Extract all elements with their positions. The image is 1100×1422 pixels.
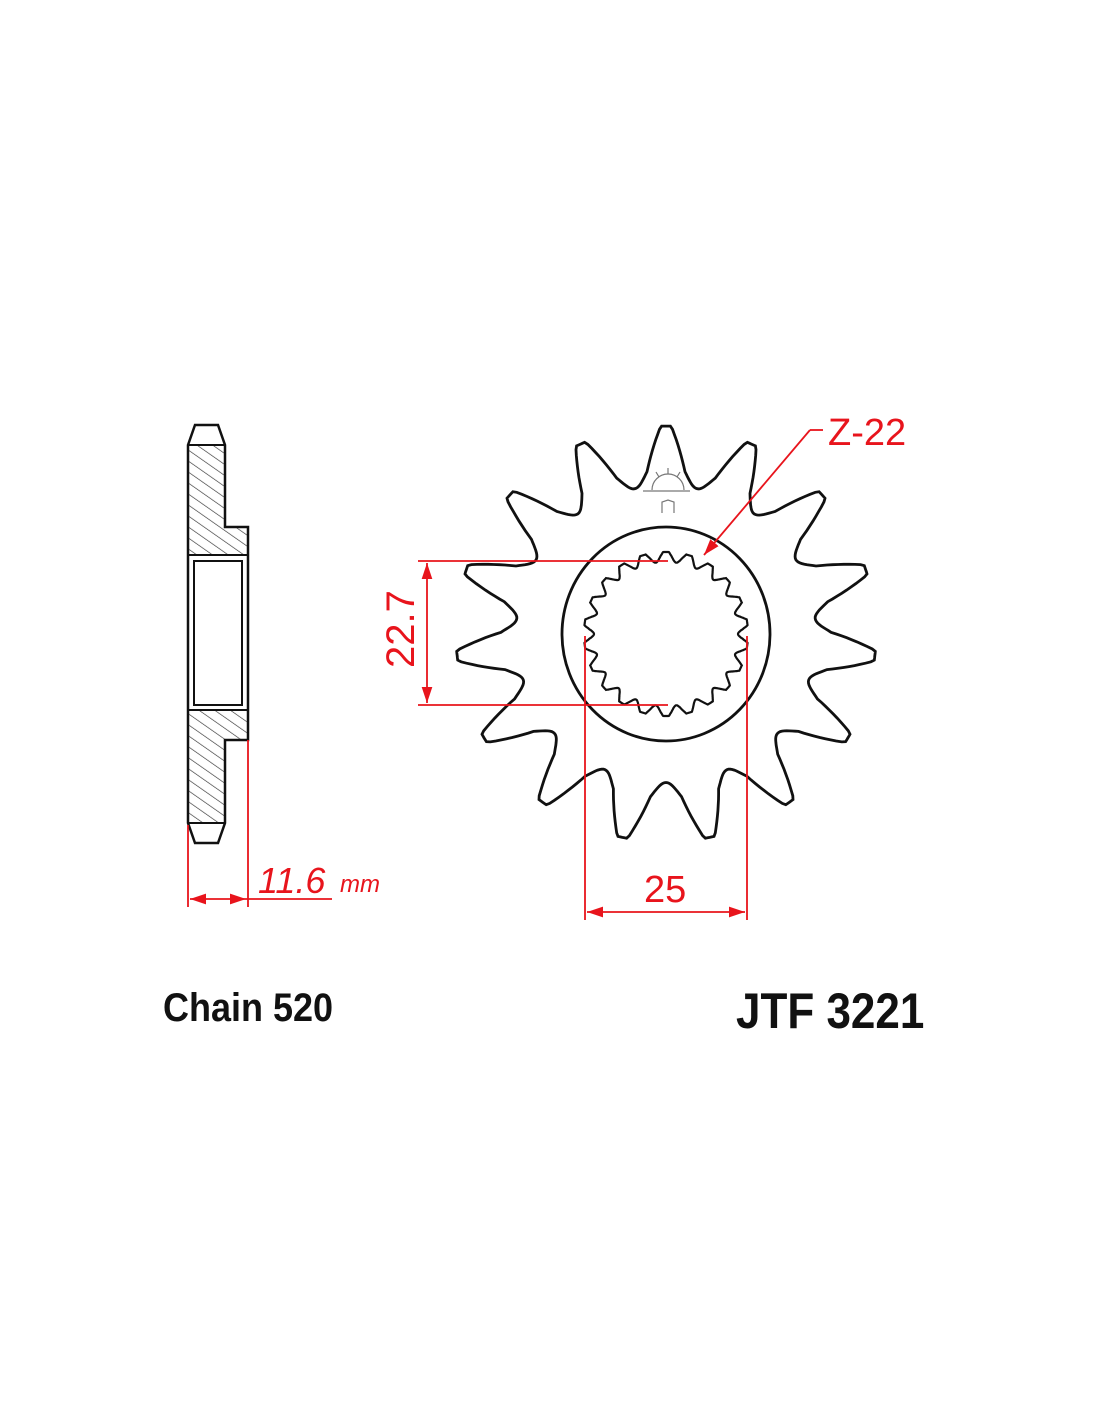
part-number-label: JTF 3221 (736, 983, 925, 1039)
spline-outline (583, 550, 749, 718)
logo-icon (643, 468, 690, 513)
dimension-lines (187, 429, 823, 920)
boss-width-label: 25 (644, 869, 686, 911)
sprocket-outline (455, 424, 877, 840)
side-view (186, 423, 250, 845)
hub-circle (560, 525, 772, 743)
thickness-label: 11.6 (258, 860, 326, 901)
chain-label: Chain 520 (163, 986, 334, 1030)
thickness-unit-label: mm (340, 871, 380, 898)
tooth-count-label: Z-22 (828, 412, 906, 454)
spline-diameter-label: 22.7 (379, 590, 423, 668)
front-view (455, 424, 877, 840)
